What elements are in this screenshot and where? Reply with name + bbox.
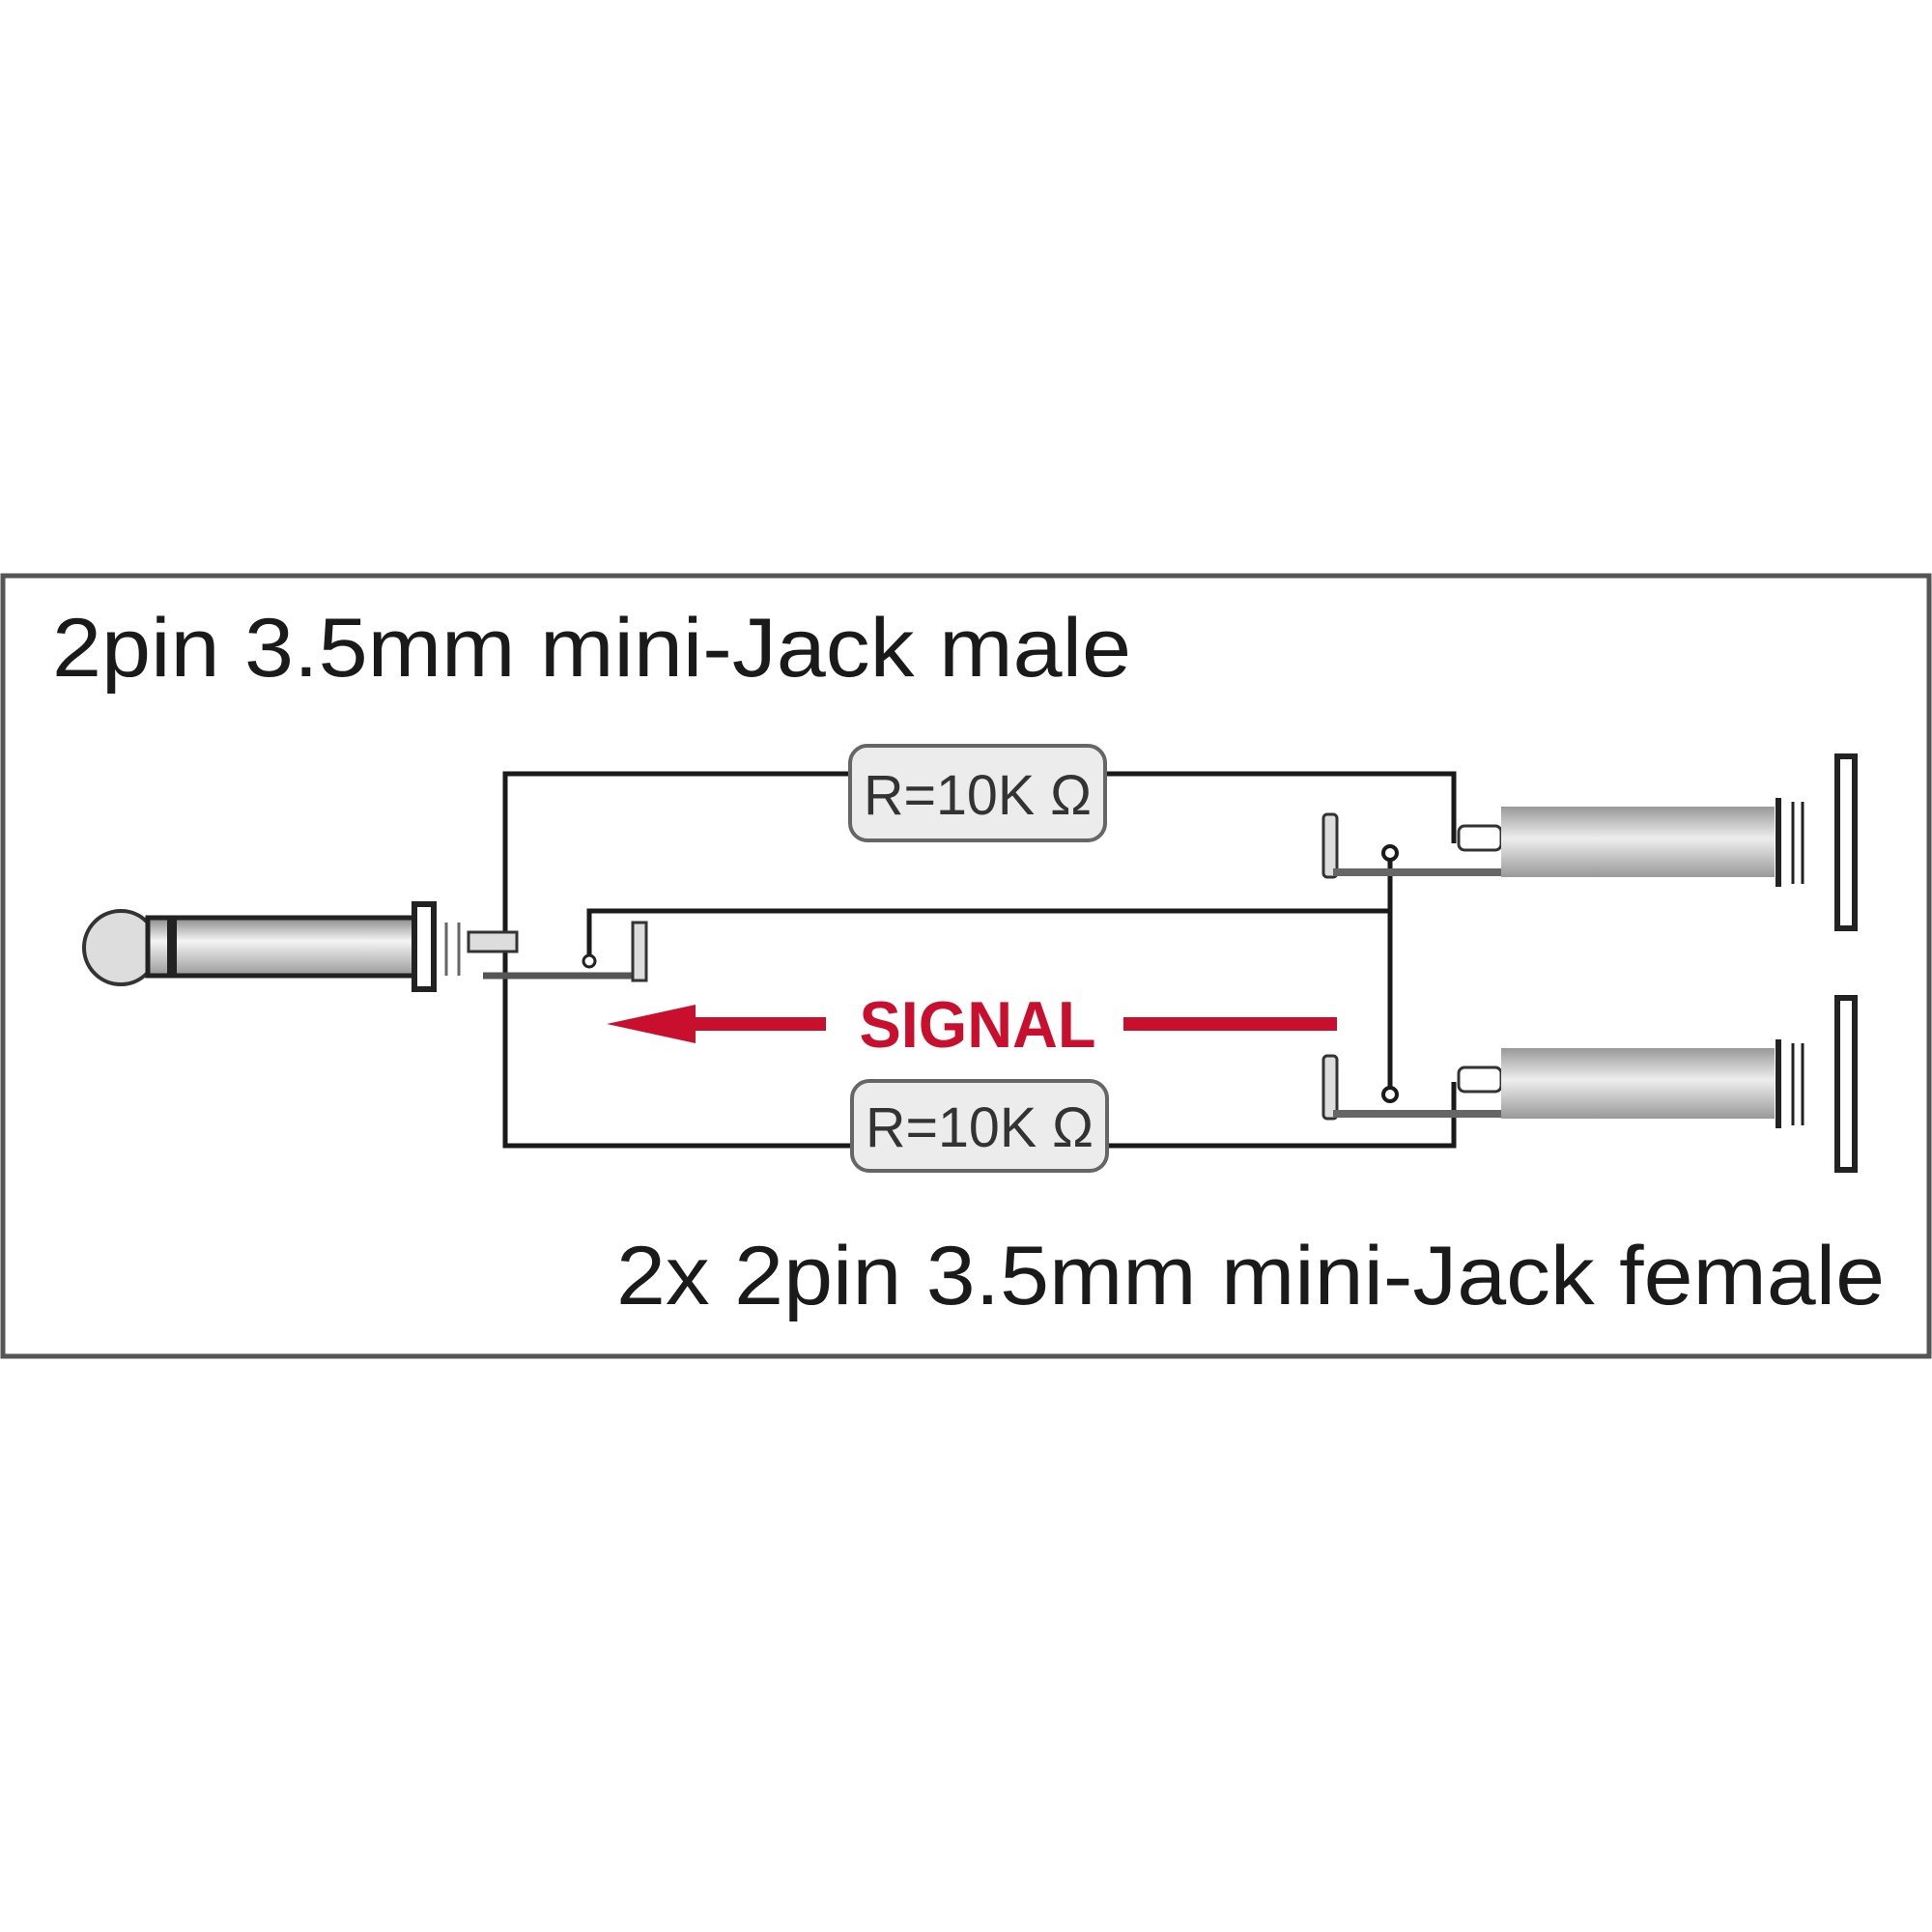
wires bbox=[502, 771, 1457, 1149]
male-jack-plug-icon bbox=[82, 901, 648, 992]
male-connector-label: 2pin 3.5mm mini-Jack male bbox=[52, 602, 1131, 695]
female-connector-label: 2x 2pin 3.5mm mini-Jack female bbox=[616, 1230, 1885, 1322]
resistor-top-label: R=10K Ω bbox=[864, 764, 1092, 827]
resistor-bottom: R=10K Ω bbox=[850, 1079, 1109, 1173]
resistor-top: R=10K Ω bbox=[848, 744, 1107, 842]
resistor-bottom-label: R=10K Ω bbox=[866, 1096, 1094, 1159]
signal-label: SIGNAL bbox=[860, 988, 1096, 1062]
signal-arrow: SIGNAL bbox=[607, 988, 1337, 1062]
female-jack-top-icon bbox=[1321, 753, 1858, 931]
female-jack-bottom-icon bbox=[1321, 995, 1858, 1173]
